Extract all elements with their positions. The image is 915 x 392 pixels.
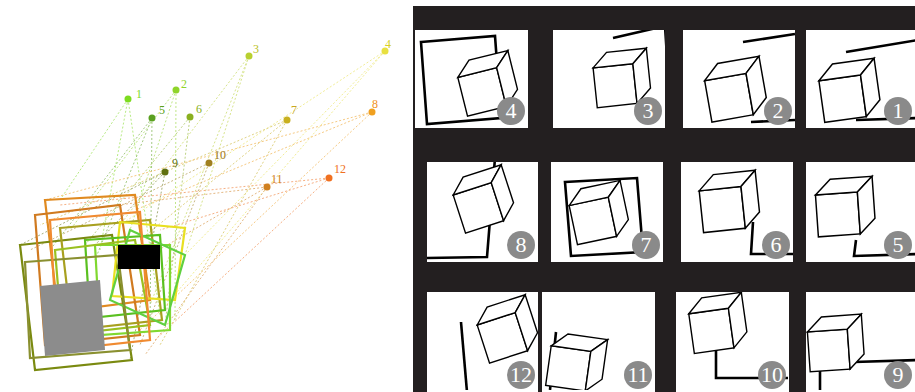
callout-number: 7	[632, 231, 660, 259]
image-panel: 4	[415, 30, 528, 128]
callout-number: 3	[634, 97, 662, 125]
image-panel: 12	[427, 292, 538, 392]
image-panel: 9	[806, 292, 915, 392]
camera-number: 7	[291, 104, 297, 116]
image-panel: 8	[427, 162, 538, 262]
image-panel: 5	[806, 162, 915, 262]
callout-number: 2	[764, 97, 792, 125]
image-panel: 7	[551, 162, 663, 262]
callout-number: 10	[758, 361, 786, 389]
camera-number: 2	[181, 78, 187, 90]
camera-number: 11	[271, 173, 283, 185]
camera-number: 3	[253, 43, 259, 55]
image-panel: 1	[806, 30, 915, 128]
image-panel: 11	[542, 292, 655, 392]
callout-number: 1	[884, 97, 912, 125]
callout-number: 4	[497, 97, 525, 125]
callout-number: 6	[762, 231, 790, 259]
camera-number: 12	[334, 163, 346, 175]
camera-number: 1	[136, 88, 142, 100]
callout-number: 5	[884, 231, 912, 259]
callout-number: 12	[507, 361, 535, 389]
camera-number: 10	[214, 149, 226, 161]
image-panel: 6	[681, 162, 793, 262]
camera-number: 8	[372, 98, 378, 110]
image-panel: 2	[683, 30, 795, 128]
callout-number: 11	[624, 361, 652, 389]
image-panel: 10	[676, 292, 789, 392]
camera-number: 4	[385, 38, 391, 50]
image-panel: 3	[553, 30, 665, 128]
callout-number: 8	[507, 231, 535, 259]
camera-number: 6	[196, 103, 202, 115]
camera-number: 9	[172, 157, 178, 169]
callout-number: 9	[884, 361, 912, 389]
camera-number: 5	[159, 104, 165, 116]
